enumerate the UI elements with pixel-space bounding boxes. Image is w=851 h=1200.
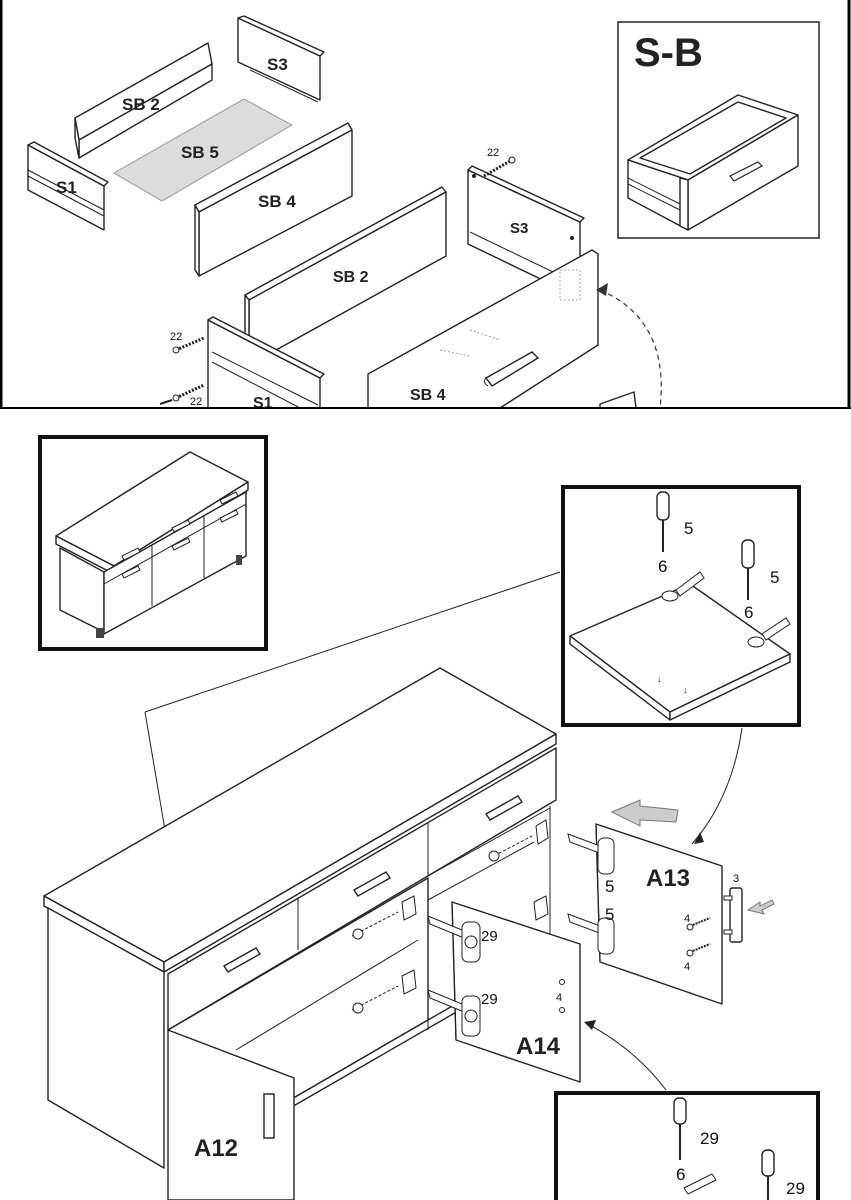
screwdriver-icon xyxy=(741,539,755,600)
inset-hinge-29-detail: 29 6 29 xyxy=(554,1091,820,1200)
hinge-base-plate-icon xyxy=(351,969,417,1014)
bottom-inset-29b: 29 xyxy=(786,1179,805,1198)
screw-icon xyxy=(686,943,711,957)
drawer-back-sb2 xyxy=(244,186,447,366)
label-s1-assembled: S1 xyxy=(253,395,273,412)
label-a13: A13 xyxy=(646,865,690,892)
label-s1-loose: S1 xyxy=(56,178,77,197)
screwdriver-icon xyxy=(673,1097,687,1160)
screwdriver-icon xyxy=(761,1149,775,1200)
label-sb2-loose: SB 2 xyxy=(122,95,160,114)
label-screw-left-b: 22 xyxy=(190,396,202,408)
hinge-inset-5b: 5 xyxy=(770,568,779,587)
door-a12 xyxy=(167,1029,295,1200)
board-s3-loose xyxy=(237,15,325,103)
bottom-inset-29a: 29 xyxy=(700,1129,719,1148)
bottom-inset-6: 6 xyxy=(676,1165,685,1184)
hinge-inset-6b: 6 xyxy=(744,603,753,622)
hinge-icon xyxy=(427,915,481,963)
assembly-arrow-curve xyxy=(599,289,662,409)
hinge-base-plate-icon xyxy=(351,895,417,940)
hinge-plate-icon xyxy=(661,571,705,602)
inset-sb-drawer: S-B xyxy=(617,21,820,239)
hinge-icon xyxy=(427,989,481,1037)
screwdriver-icon xyxy=(656,491,670,552)
hinge-inset-6a: 6 xyxy=(658,557,667,576)
label-screw-top: 22 xyxy=(487,147,499,159)
board-sb2-loose xyxy=(74,42,213,159)
door-a13 xyxy=(567,823,743,1005)
board-s1-loose xyxy=(27,141,109,231)
label-s3-assembled: S3 xyxy=(510,220,528,237)
label-sb2-assembled: SB 2 xyxy=(333,269,369,286)
label-sb5: SB 5 xyxy=(181,143,219,162)
screw-22-left-b xyxy=(159,383,205,405)
hinge-icon xyxy=(567,913,615,955)
hinge-inset-5a: 5 xyxy=(684,519,693,538)
drawer-side-s1 xyxy=(207,316,325,409)
hinge-plate-icon xyxy=(747,617,791,648)
hinge-base-plate-icon xyxy=(488,819,549,862)
top-panel: SB 2 S3 SB 5 S1 SB 4 S3 SB 2 SB 4 S1 22 … xyxy=(0,0,851,412)
arrow-handle-icon xyxy=(746,899,775,915)
door-a14 xyxy=(427,901,581,1083)
label-29b: 29 xyxy=(481,991,498,1008)
label-3: 3 xyxy=(733,873,739,885)
board-sb5 xyxy=(112,98,294,202)
svg-text:↓: ↓ xyxy=(657,674,662,684)
label-29a: 29 xyxy=(481,928,498,945)
label-4c: 4 xyxy=(556,992,562,1004)
hinge-base-plate-icon xyxy=(533,895,549,921)
screw-icon xyxy=(686,917,711,931)
board-sb4-loose xyxy=(194,122,353,277)
label-4b: 4 xyxy=(684,961,690,973)
screw-22-left-a xyxy=(172,336,205,354)
label-sb4-assembled: SB 4 xyxy=(410,387,446,404)
screw-22-top xyxy=(483,156,516,178)
handle-icon xyxy=(723,887,743,943)
label-screw-left-a: 22 xyxy=(170,331,182,343)
sideboard-cabinet xyxy=(43,667,557,1169)
inset-hinge-detail: 5 6 5 6 ↓ ↓ xyxy=(561,485,801,727)
label-sb4-loose: SB 4 xyxy=(258,192,296,211)
label-a12: A12 xyxy=(194,1135,238,1162)
hinge-icon xyxy=(567,833,615,875)
inset-cabinet-overview xyxy=(38,435,268,651)
inset-sb-title: S-B xyxy=(634,31,703,75)
bottom-panel: 5 6 5 6 ↓ ↓ xyxy=(38,435,820,1200)
label-5a: 5 xyxy=(605,877,614,896)
label-a14: A14 xyxy=(516,1033,561,1060)
label-s3-loose: S3 xyxy=(267,55,288,74)
svg-text:↓: ↓ xyxy=(683,685,688,695)
label-5b: 5 xyxy=(605,905,614,924)
label-4a: 4 xyxy=(684,913,690,925)
arrow-left-icon xyxy=(610,799,679,827)
